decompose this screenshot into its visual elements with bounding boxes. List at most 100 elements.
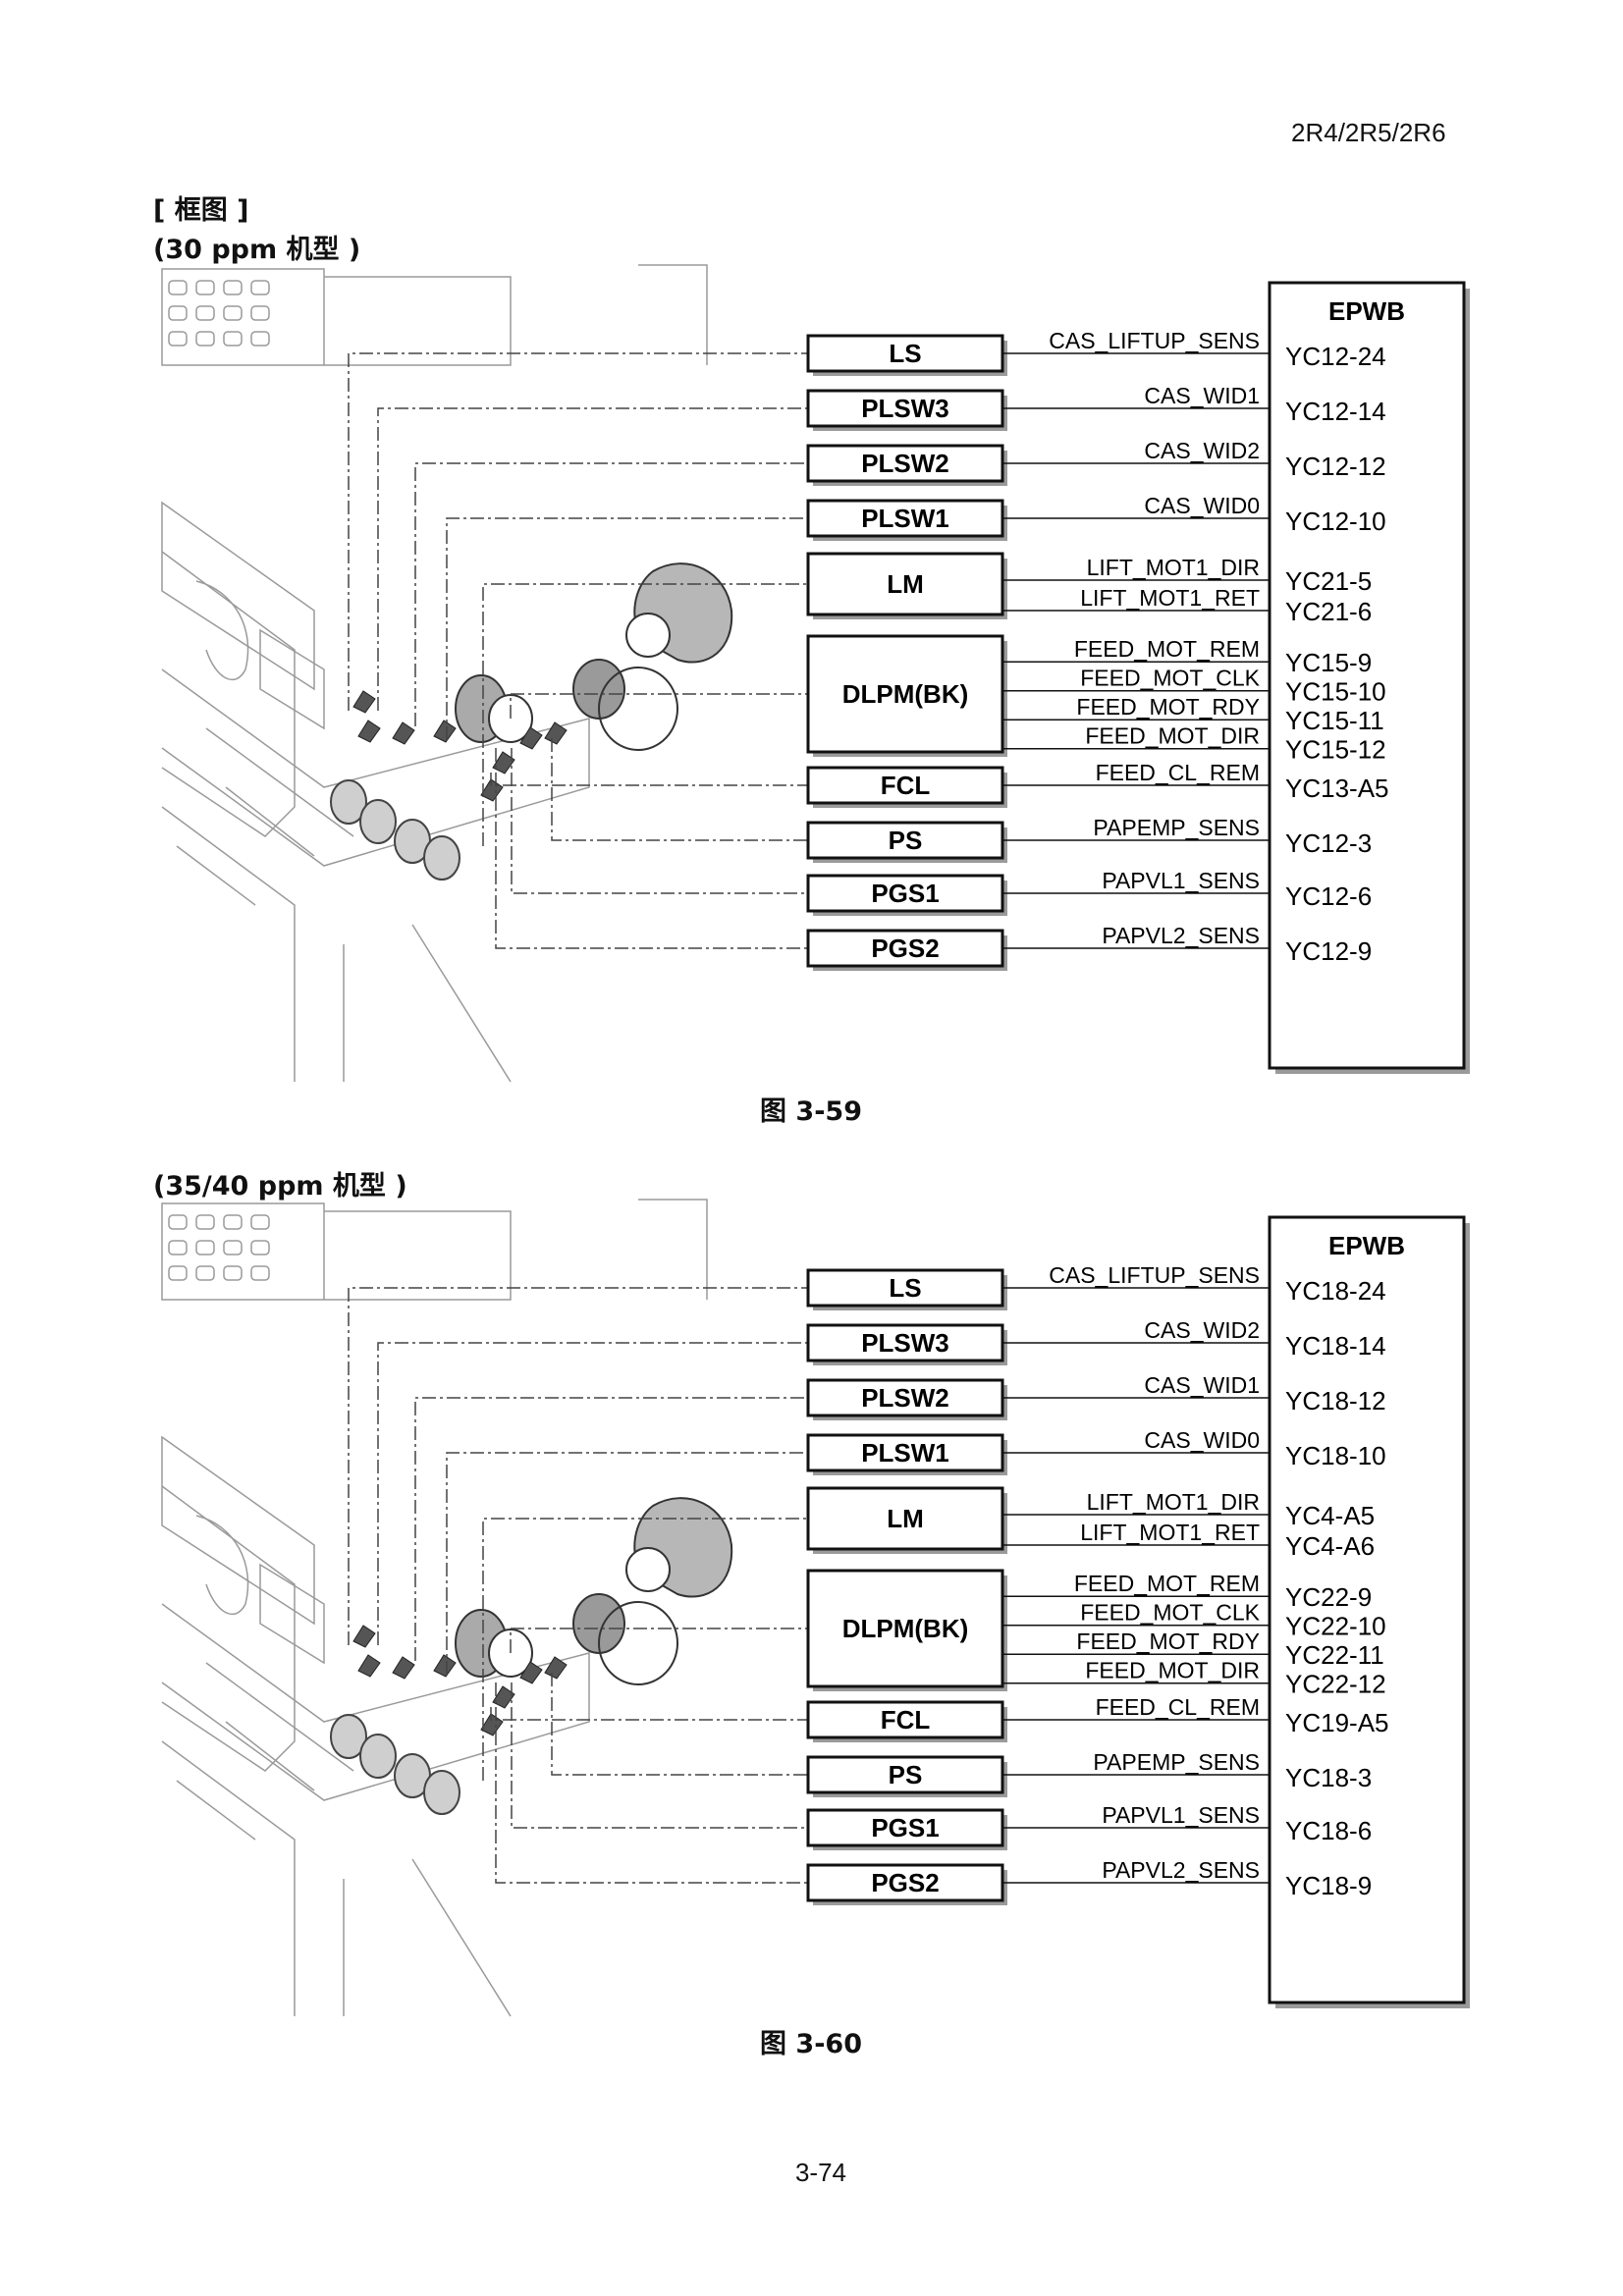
component-label: LS [889, 1273, 921, 1303]
leader-line [510, 1628, 808, 1653]
connector-label: YC12-24 [1285, 342, 1386, 371]
signal-label: FEED_MOT_DIR [1085, 1658, 1260, 1683]
signal-label: FEED_MOT_CLK [1080, 666, 1260, 691]
signal-label: FEED_MOT_RDY [1076, 1629, 1260, 1654]
diagram-1-caption: (30 ppm 机型 ) [153, 235, 361, 265]
signal-label: FEED_CL_REM [1096, 1694, 1260, 1720]
leader-line [377, 1342, 808, 1645]
signal-label: LIFT_MOT1_DIR [1087, 555, 1260, 580]
component-label: LS [889, 339, 921, 368]
epwb-board: EPWB [1268, 1215, 1470, 2008]
leader-line [551, 1673, 808, 1776]
leader-line [511, 1682, 808, 1829]
connector-label: YC22-11 [1285, 1640, 1384, 1670]
component-label: PLSW1 [861, 504, 949, 533]
component-label: PLSW2 [861, 1383, 949, 1413]
component-ls: LS CAS_LIFTUP_SENS YC18-24 [348, 1262, 1386, 1645]
component-label: PS [889, 1760, 923, 1789]
leader-line [446, 517, 808, 740]
leader-line [377, 407, 808, 711]
component-ls: LS CAS_LIFTUP_SENS YC12-24 [348, 328, 1386, 711]
component-label: DLPM(BK) [842, 1614, 969, 1643]
signal-label: FEED_MOT_CLK [1080, 1600, 1260, 1626]
component-label: DLPM(BK) [842, 679, 969, 709]
connector-label: YC19-A5 [1285, 1708, 1389, 1737]
leader-line [414, 1397, 808, 1661]
figure-3-60-label: 图 3-60 [760, 2029, 862, 2059]
component-label: LM [887, 1504, 924, 1533]
connector-label: YC22-9 [1285, 1582, 1372, 1612]
connector-label: YC22-12 [1285, 1670, 1386, 1699]
connector-label: YC12-12 [1285, 452, 1386, 481]
leader-line [495, 748, 808, 949]
leader-line [511, 748, 808, 894]
leader-line [490, 773, 808, 786]
component-label: PGS1 [871, 1813, 939, 1842]
component-label: PLSW2 [861, 449, 949, 478]
signal-label: CAS_WID1 [1144, 383, 1260, 408]
figure-3-59-label: 图 3-59 [760, 1096, 862, 1127]
component-label: FCL [881, 771, 931, 800]
connector-label: YC18-24 [1285, 1276, 1386, 1306]
component-label: PLSW1 [861, 1438, 949, 1468]
leader-line [482, 583, 808, 846]
component-pgs1: PGS1 PAPVL1_SENS YC18-6 [511, 1682, 1372, 1850]
diagram-2-caption: (35/40 ppm 机型 ) [153, 1171, 407, 1201]
component-ps: PS PAPEMP_SENS YC12-3 [551, 738, 1372, 863]
component-label: PGS2 [871, 1868, 939, 1897]
connector-label: YC18-9 [1285, 1871, 1372, 1900]
connector-label: YC18-6 [1285, 1816, 1372, 1845]
connector-label: YC15-12 [1285, 735, 1386, 765]
page-number: 3-74 [794, 2158, 847, 2187]
signal-label: CAS_WID2 [1144, 438, 1260, 463]
connector-label: YC12-3 [1285, 828, 1372, 858]
connector-label: YC18-3 [1285, 1763, 1372, 1792]
component-label: PGS1 [871, 879, 939, 908]
component-pgs2: PGS2 PAPVL2_SENS YC18-9 [495, 1682, 1372, 1905]
document-model-code: 2R4/2R5/2R6 [1291, 118, 1446, 147]
component-ps: PS PAPEMP_SENS YC18-3 [551, 1673, 1372, 1797]
connector-label: YC12-10 [1285, 507, 1386, 536]
leader-line [510, 693, 808, 719]
connector-label: YC12-9 [1285, 936, 1372, 966]
signal-label: CAS_WID0 [1144, 1427, 1260, 1453]
leader-line [495, 1682, 808, 1884]
signal-label: PAPEMP_SENS [1093, 815, 1260, 840]
signal-label: CAS_WID0 [1144, 493, 1260, 518]
component-label: PS [889, 826, 923, 855]
signal-label: PAPVL1_SENS [1102, 868, 1260, 893]
connector-label: YC15-10 [1285, 677, 1386, 707]
connector-label: YC4-A6 [1285, 1531, 1375, 1561]
connector-label: YC4-A5 [1285, 1501, 1375, 1530]
connector-label: YC18-12 [1285, 1386, 1386, 1415]
signal-label: PAPVL1_SENS [1102, 1802, 1260, 1828]
component-label: PLSW3 [861, 1328, 949, 1358]
connector-label: YC21-6 [1285, 597, 1372, 626]
component-fcl: FCL FEED_CL_REM YC19-A5 [490, 1694, 1389, 1742]
signal-label: FEED_CL_REM [1096, 760, 1260, 785]
signal-label: CAS_LIFTUP_SENS [1049, 328, 1260, 353]
connector-label: YC12-6 [1285, 881, 1372, 911]
copier-illustration [161, 264, 733, 1083]
connector-label: YC22-10 [1285, 1612, 1386, 1641]
signal-label: CAS_LIFTUP_SENS [1049, 1262, 1260, 1288]
component-label: PLSW3 [861, 394, 949, 423]
connector-label: YC15-11 [1285, 706, 1384, 735]
signal-label: PAPEMP_SENS [1093, 1749, 1260, 1775]
component-label: FCL [881, 1705, 931, 1735]
component-label: PGS2 [871, 934, 939, 963]
signal-label: PAPVL2_SENS [1102, 1857, 1260, 1883]
signal-label: LIFT_MOT1_RET [1080, 1520, 1260, 1545]
signal-label: FEED_MOT_DIR [1085, 723, 1260, 749]
epwb-board-title: EPWB [1328, 296, 1405, 326]
